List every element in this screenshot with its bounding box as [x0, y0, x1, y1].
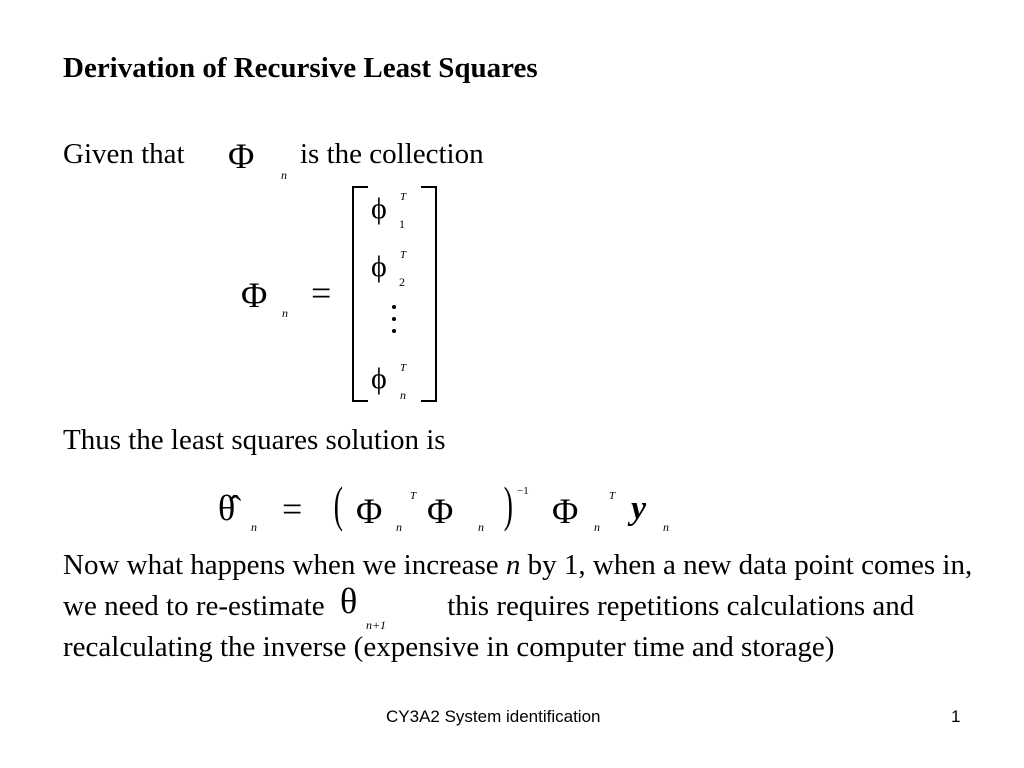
thus-text: Thus the least squares solution is	[63, 424, 446, 456]
phi-row2-sup-T: T	[400, 249, 407, 261]
theta-symbol-inline: θ	[339, 581, 358, 621]
matrix-left-bracket-vertical	[352, 186, 354, 402]
phi-row1-sub-1: 1	[399, 217, 405, 231]
Phi-subscript-n-inline: n	[281, 168, 287, 182]
phi-row2-sub-2: 2	[399, 275, 405, 289]
Phi-transpose-sup-T: T	[410, 490, 417, 502]
matrix-right-bracket-top	[421, 186, 437, 188]
Phi-transpose-symbol: Φ	[356, 491, 383, 531]
theta-inline-sub-n1: n+1	[365, 618, 387, 632]
theta-hat-sub-n: n	[251, 520, 257, 534]
now-paragraph: Now what happens when we increase n by 1…	[63, 545, 983, 668]
equals-sign-matrix: =	[311, 273, 332, 313]
now-text-part2: by 1, when a new data point comes in, we…	[63, 549, 973, 622]
matrix-right-bracket-vertical	[435, 186, 437, 402]
footer-page-number: 1	[951, 707, 961, 726]
Phi-symbol-inline: Φ	[228, 136, 255, 176]
phi-row-n-sub-n: n	[400, 388, 406, 402]
y-vector-sub-n: n	[663, 520, 669, 534]
Phi-transpose-sub-n: n	[396, 520, 402, 534]
theta-n-plus-1-inline: θ n+1	[332, 581, 440, 632]
equals-sign-solution: =	[282, 489, 303, 529]
matrix-vdot-3	[392, 329, 396, 333]
Phi-subscript-n-matrix-lhs: n	[282, 306, 288, 320]
Phi-third-symbol: Φ	[552, 491, 579, 531]
footer-course-title: CY3A2 System identification	[386, 707, 601, 726]
right-paren: )	[503, 476, 513, 532]
matrix-right-bracket-bottom	[421, 400, 437, 402]
now-text-part1: Now what happens when we increase	[63, 549, 506, 581]
phi-row2: ϕ	[371, 250, 387, 283]
Phi-third-sup-T: T	[609, 490, 616, 502]
matrix-left-bracket-top	[352, 186, 368, 188]
inverse-superscript: −1	[517, 485, 529, 497]
phi-row-n: ϕ	[371, 362, 387, 395]
Phi-symbol-matrix-lhs: Φ	[241, 275, 268, 315]
y-vector-symbol: y	[631, 490, 647, 527]
theta-hat-symbol: θ̂	[218, 488, 236, 528]
phi-row1-sup-T: T	[400, 191, 407, 203]
matrix-vdot-1	[392, 305, 396, 309]
Phi-third-sub-n: n	[594, 520, 600, 534]
phi-row-n-sup-T: T	[400, 362, 407, 374]
phi-row1: ϕ	[371, 192, 387, 225]
now-text-part3: this requires repetitions calculations a…	[63, 590, 915, 663]
matrix-vdot-2	[392, 317, 396, 321]
now-text-italic-n: n	[505, 549, 521, 581]
Phi-second-symbol: Φ	[427, 491, 454, 531]
given-prefix-text: Given that	[63, 138, 185, 170]
slide-title: Derivation of Recursive Least Squares	[63, 52, 538, 84]
left-paren: (	[333, 476, 343, 532]
given-suffix-text: is the collection	[300, 138, 484, 170]
matrix-left-bracket-bottom	[352, 400, 368, 402]
Phi-second-sub-n: n	[478, 520, 484, 534]
